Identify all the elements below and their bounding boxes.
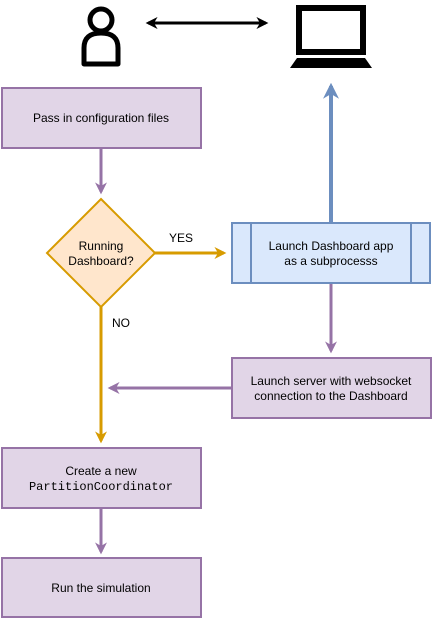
- coordinator-line2: PartitionCoordinator: [29, 480, 173, 494]
- config-node: Pass in configuration files: [1, 87, 202, 149]
- dashboard-app-line1: Launch Dashboard app: [269, 239, 394, 253]
- coordinator-line1: Create a new: [65, 464, 137, 478]
- decision-line1: Running: [79, 239, 124, 253]
- config-label: Pass in configuration files: [33, 111, 169, 125]
- laptop-icon: [290, 5, 372, 68]
- yes-label: YES: [169, 231, 193, 245]
- server-line1: Launch server with websocket: [251, 374, 412, 388]
- server-node: Launch server with websocket connection …: [231, 357, 432, 419]
- decision-node: Running Dashboard?: [45, 197, 157, 309]
- dashboard-app-line2: as a subprocesss: [284, 254, 377, 268]
- run-node: Run the simulation: [1, 557, 202, 618]
- person-icon: [81, 6, 121, 67]
- server-line2: connection to the Dashboard: [254, 389, 407, 403]
- dashboard-app-node: Launch Dashboard app as a subprocesss: [231, 222, 431, 284]
- no-label: NO: [112, 316, 130, 330]
- decision-line2: Dashboard?: [68, 254, 134, 268]
- coordinator-node: Create a new PartitionCoordinator: [1, 447, 202, 509]
- run-label: Run the simulation: [51, 581, 150, 595]
